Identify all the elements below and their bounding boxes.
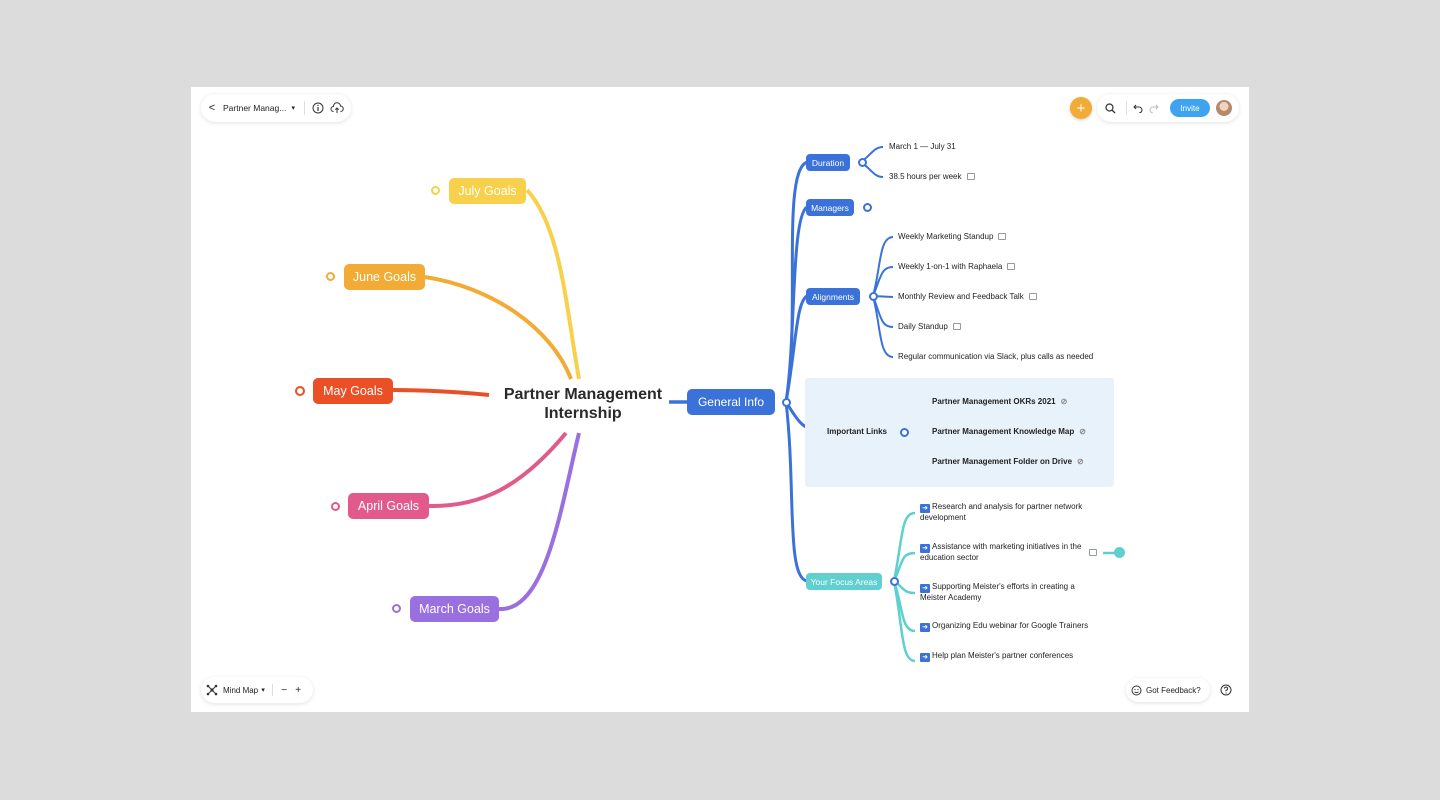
focus-item[interactable]: ➜Help plan Meister's partner conferences [920, 651, 1073, 662]
feedback-label: Got Feedback? [1146, 685, 1201, 695]
note-icon[interactable] [998, 233, 1007, 241]
cloud-upload-icon[interactable] [327, 102, 347, 114]
april-goals-handle[interactable] [331, 502, 340, 511]
divider [304, 101, 306, 115]
alignment-item[interactable]: Weekly Marketing Standup [898, 232, 1007, 242]
duration-node[interactable]: Duration [806, 154, 850, 171]
smiley-icon [1126, 685, 1146, 696]
alignments-node[interactable]: Alignments [806, 288, 860, 305]
note-icon[interactable] [1028, 293, 1037, 301]
note-icon[interactable] [1089, 549, 1097, 556]
arrow-right-icon: ➜ [920, 623, 930, 632]
focus-item[interactable]: ➜Supporting Meister's efforts in creatin… [920, 582, 1075, 602]
link-item[interactable]: Partner Management Knowledge Map⊘ [932, 427, 1086, 436]
back-arrow-icon[interactable]: < [208, 102, 216, 114]
duration-handle[interactable] [858, 158, 867, 167]
avatar[interactable] [1216, 100, 1232, 116]
arrow-right-icon: ➜ [920, 653, 930, 662]
duration-item[interactable]: 38.5 hours per week [889, 172, 975, 182]
link-icon: ⊘ [1060, 397, 1068, 406]
focus-item[interactable]: ➜Assistance with marketing initiatives i… [920, 542, 1082, 562]
document-title-bar: < Partner Manag... ▾ [201, 94, 351, 122]
july-goals-handle[interactable] [431, 186, 440, 195]
view-mode-select[interactable]: Mind Map [223, 685, 259, 695]
important-links-box [805, 378, 1114, 487]
alignment-item[interactable]: Regular communication via Slack, plus ca… [898, 352, 1094, 361]
may-goals-handle[interactable] [295, 386, 305, 396]
mind-map-canvas[interactable]: < Partner Manag... ▾ + Invite July Goals… [191, 87, 1249, 712]
alignments-handle[interactable] [869, 292, 878, 301]
top-right-toolbar: Invite [1097, 94, 1239, 122]
view-controls: Mind Map ▾ − + [201, 677, 313, 703]
arrow-right-icon: ➜ [920, 584, 930, 593]
feedback-button[interactable]: Got Feedback? [1126, 678, 1210, 702]
mind-map-icon [201, 684, 223, 696]
managers-node[interactable]: Managers [806, 199, 854, 216]
focus-areas-handle[interactable] [890, 577, 899, 586]
june-goals-handle[interactable] [326, 272, 335, 281]
arrow-right-icon: ➜ [920, 504, 930, 513]
chevron-down-icon[interactable]: ▾ [291, 105, 296, 112]
central-topic[interactable]: Partner Management Internship [483, 385, 683, 423]
note-icon[interactable] [952, 323, 961, 331]
undo-icon[interactable] [1130, 103, 1146, 113]
important-links-node[interactable]: Important Links [827, 427, 888, 436]
arrow-right-icon: ➜ [920, 544, 930, 553]
link-item[interactable]: Partner Management Folder on Drive⊘ [932, 457, 1084, 466]
focus-item[interactable]: ➜Organizing Edu webinar for Google Train… [920, 621, 1088, 632]
focus-item[interactable]: ➜Research and analysis for partner netwo… [920, 502, 1083, 522]
add-button[interactable]: + [1070, 97, 1092, 119]
alignment-item[interactable]: Weekly 1-on-1 with Raphaela [898, 262, 1016, 272]
note-icon[interactable] [966, 173, 975, 181]
central-topic-line2: Internship [544, 405, 622, 422]
march-goals-node[interactable]: March Goals [410, 596, 499, 622]
divider [1126, 101, 1127, 115]
duration-item[interactable]: March 1 — July 31 [889, 142, 956, 151]
alignment-item[interactable]: Daily Standup [898, 322, 961, 332]
info-icon[interactable] [309, 102, 327, 114]
general-info-node[interactable]: General Info [687, 389, 775, 415]
document-title[interactable]: Partner Manag... [223, 103, 287, 113]
search-icon[interactable] [1097, 102, 1123, 114]
may-goals-node[interactable]: May Goals [313, 378, 393, 404]
chevron-down-icon[interactable]: ▾ [261, 687, 265, 694]
alignment-item[interactable]: Monthly Review and Feedback Talk [898, 292, 1037, 302]
zoom-in-button[interactable]: + [295, 684, 302, 696]
focus-item-handle[interactable] [1114, 547, 1125, 558]
central-topic-line1: Partner Management [503, 386, 663, 403]
link-icon: ⊘ [1077, 457, 1084, 466]
link-item[interactable]: Partner Management OKRs 2021⊘ [932, 397, 1068, 406]
general-info-handle[interactable] [782, 398, 791, 407]
march-goals-handle[interactable] [392, 604, 401, 613]
focus-areas-node[interactable]: Your Focus Areas [806, 573, 882, 590]
note-icon[interactable] [1007, 263, 1016, 271]
zoom-out-button[interactable]: − [281, 684, 288, 696]
redo-icon[interactable] [1146, 103, 1162, 113]
important-links-handle[interactable] [900, 428, 909, 437]
link-icon: ⊘ [1079, 427, 1086, 436]
april-goals-node[interactable]: April Goals [348, 493, 429, 519]
june-goals-node[interactable]: June Goals [344, 264, 425, 290]
managers-handle[interactable] [863, 203, 872, 212]
invite-button[interactable]: Invite [1170, 99, 1210, 117]
july-goals-node[interactable]: July Goals [449, 178, 526, 204]
divider [272, 684, 274, 696]
help-icon[interactable] [1219, 683, 1233, 697]
